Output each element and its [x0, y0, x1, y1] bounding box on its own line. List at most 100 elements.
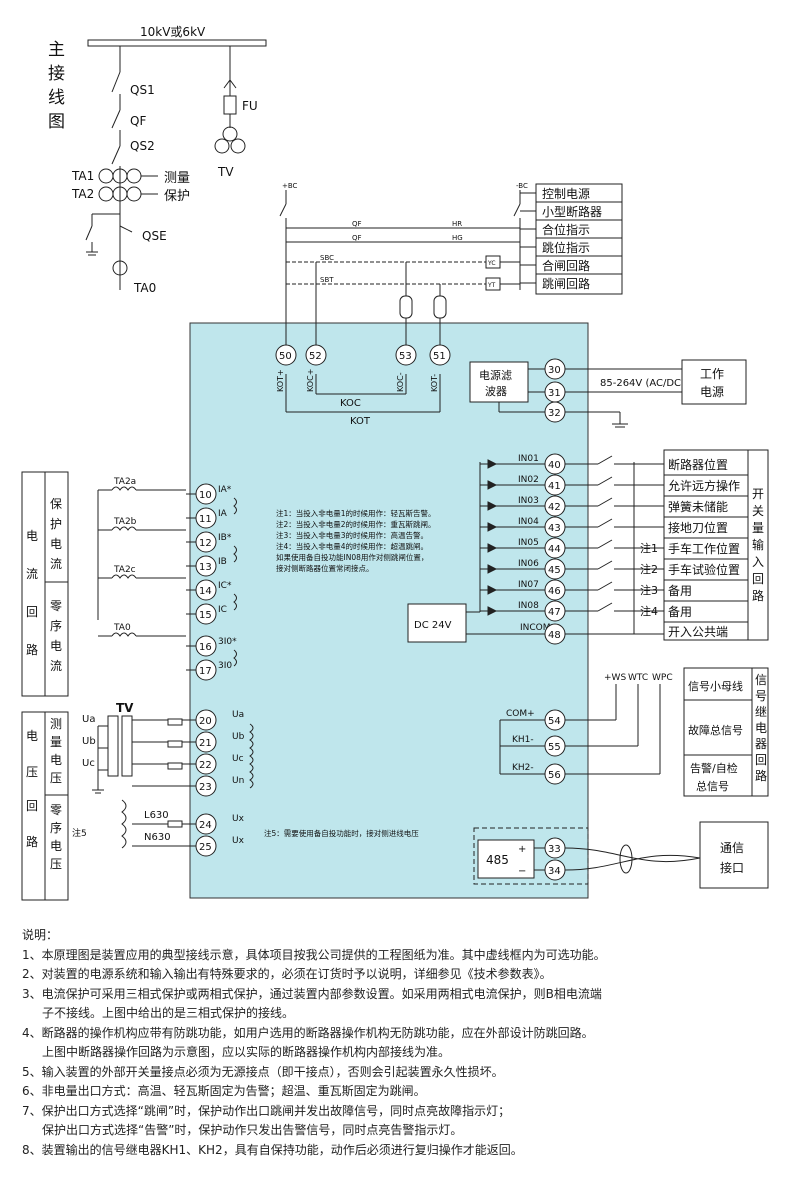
zero-current-1: 零: [50, 599, 62, 613]
terminal-53: [395, 344, 417, 366]
center-note: 注2：当投入非电量2的时候用作：重瓦斯跳闸。: [276, 519, 436, 529]
qse-label: QSE: [142, 229, 167, 243]
terminal-25-num: 25: [199, 842, 212, 853]
kh1-label: KH1-: [512, 735, 534, 745]
dc24-label: DC 24V: [414, 620, 452, 631]
meas-voltage-3: 电: [50, 753, 62, 767]
input-channel-label: IN06: [518, 559, 539, 569]
l630-label: L630: [144, 810, 169, 821]
bus-label: 10kV或6kV: [140, 25, 206, 39]
input-legend-label: 断路器位置: [668, 457, 728, 472]
current-group-1: 电: [26, 529, 38, 543]
input-legend-label: 备用: [668, 605, 692, 619]
note-2: 2、对装置的电源系统和输入输出有特殊要求的，必须在订货时予以说明，详细参见《技术…: [22, 967, 552, 981]
note-4: 4、断路器的操作机构应带有防跳功能，如用户选用的断路器操作机构无防跳功能，应在外…: [22, 1025, 594, 1040]
terminal-21-num: 21: [199, 738, 212, 749]
vt-label: TV: [116, 701, 134, 715]
voltage-terminal-label: Ub: [232, 732, 245, 742]
measure-label: 测量: [164, 171, 190, 186]
legend-control-power: 控制电源: [542, 187, 590, 201]
tv-label: TV: [217, 165, 234, 179]
input-channel-label: IN01: [518, 454, 539, 464]
voltage-group-2: 压: [26, 765, 38, 779]
internal-ct-coil: [233, 545, 237, 563]
kot-label: KOT: [350, 416, 371, 427]
qf-label: QF: [130, 114, 146, 128]
dc24-box: [407, 603, 467, 643]
terminal-55: [544, 735, 566, 757]
input-group-char: 入: [752, 555, 764, 569]
current-terminal-label: IA: [218, 509, 228, 519]
internal-vt-coil: [249, 723, 254, 789]
terminal-30-num: 30: [548, 365, 561, 376]
sbt-label: SBT: [320, 276, 334, 284]
input-legend-label: 手车试验位置: [668, 562, 740, 577]
ct-coil: [111, 486, 137, 491]
input-note-ref: 注3: [640, 583, 658, 597]
qf-nc-label: QF: [352, 220, 362, 228]
yc-label: YC: [487, 260, 496, 267]
input-channel-label: IN07: [518, 580, 539, 590]
terminal-11-num: 11: [199, 514, 212, 525]
current-terminal-label: IB*: [218, 533, 232, 543]
terminal-51: [429, 344, 451, 366]
ct-coil: [111, 632, 137, 637]
input-legend-label: 备用: [668, 584, 692, 598]
terminal-56-num: 56: [548, 770, 561, 781]
terminal-23-num: 23: [199, 782, 212, 793]
fu-label: FU: [242, 99, 258, 113]
terminal-50-num: 50: [279, 351, 292, 362]
ct-coil: [111, 526, 137, 531]
input-group-char: 量: [752, 521, 764, 535]
kot-terminal-label: KOC-: [396, 372, 405, 392]
legend-close-position: 合位指示: [542, 222, 590, 237]
internal-ct-coil: [233, 593, 237, 611]
power-filter-label-2: 波器: [485, 385, 507, 398]
ct-label: TA0: [113, 623, 131, 633]
rs485-box: [477, 839, 535, 879]
qs2-label: QS2: [130, 139, 155, 153]
internal-ct-coil: [233, 649, 237, 667]
kh2-label: KH2-: [512, 763, 534, 773]
input-channel-label: IN04: [518, 517, 539, 527]
note-3: 3、电流保护可采用三相式保护或两相式保护，通过装置内部参数设置。如采用两相式电流…: [22, 986, 602, 1001]
alarm-signal-label-2: 总信号: [696, 779, 729, 793]
incom-common-label: 开入公共端: [668, 625, 728, 639]
note-3-cont: 子不接线。上图中给出的是三相式保护的接线。: [42, 1006, 295, 1020]
voltage-terminal-label: Un: [232, 776, 244, 786]
terminal-32-num: 32: [548, 408, 561, 419]
signal-group-char: 路: [755, 768, 767, 783]
work-power-label-2: 电源: [700, 385, 724, 399]
qf-no-label: QF: [352, 234, 362, 242]
terminal-16-num: 16: [199, 642, 212, 653]
fault-signal-label: 故障总信号: [688, 723, 743, 737]
work-power-label-1: 工作: [700, 367, 724, 381]
comm-label-2: 接口: [720, 860, 744, 875]
terminal-17-num: 17: [199, 666, 212, 677]
note-7: 7、保护出口方式选择“跳闸”时，保护动作出口跳闸并发出故障信号，同时点亮故障指示…: [22, 1103, 511, 1118]
meas-voltage-2: 量: [50, 735, 62, 749]
hr-label: HR: [452, 220, 462, 228]
qs1-label: QS1: [130, 83, 155, 97]
terminal-15-num: 15: [199, 610, 212, 621]
input-legend-label: 手车工作位置: [668, 541, 740, 556]
terminal-22-num: 22: [199, 760, 212, 771]
terminal-51-num: 51: [433, 351, 446, 362]
comm-box: [699, 821, 769, 889]
current-terminal-label: IC*: [218, 581, 232, 591]
terminal-12-num: 12: [199, 538, 212, 549]
wtc-label: WTC: [628, 673, 648, 683]
center-note: 接对侧断路器位置常闭接点。: [276, 563, 374, 573]
terminal-34-num: 34: [548, 866, 561, 877]
note-5: 5、输入装置的外部开关量接点必须为无源接点（即干接点），否则会引起装置永久性损坏…: [22, 1064, 504, 1079]
terminal-42-num: 42: [548, 502, 561, 513]
ct-coil: [111, 574, 137, 579]
voltage-terminal-label: Ux: [232, 836, 245, 846]
signal-bus-label: 信号小母线: [688, 679, 743, 693]
current-terminal-label: IA*: [218, 485, 232, 495]
ub-line-label: Ub: [82, 736, 96, 747]
current-terminal-label: 3I0*: [218, 637, 237, 647]
center-note: 如果使用备自投功能IN08用作对侧跳闸位置，: [276, 552, 428, 562]
voltage-group-4: 路: [26, 834, 38, 849]
signal-group-char: 器: [755, 737, 767, 751]
